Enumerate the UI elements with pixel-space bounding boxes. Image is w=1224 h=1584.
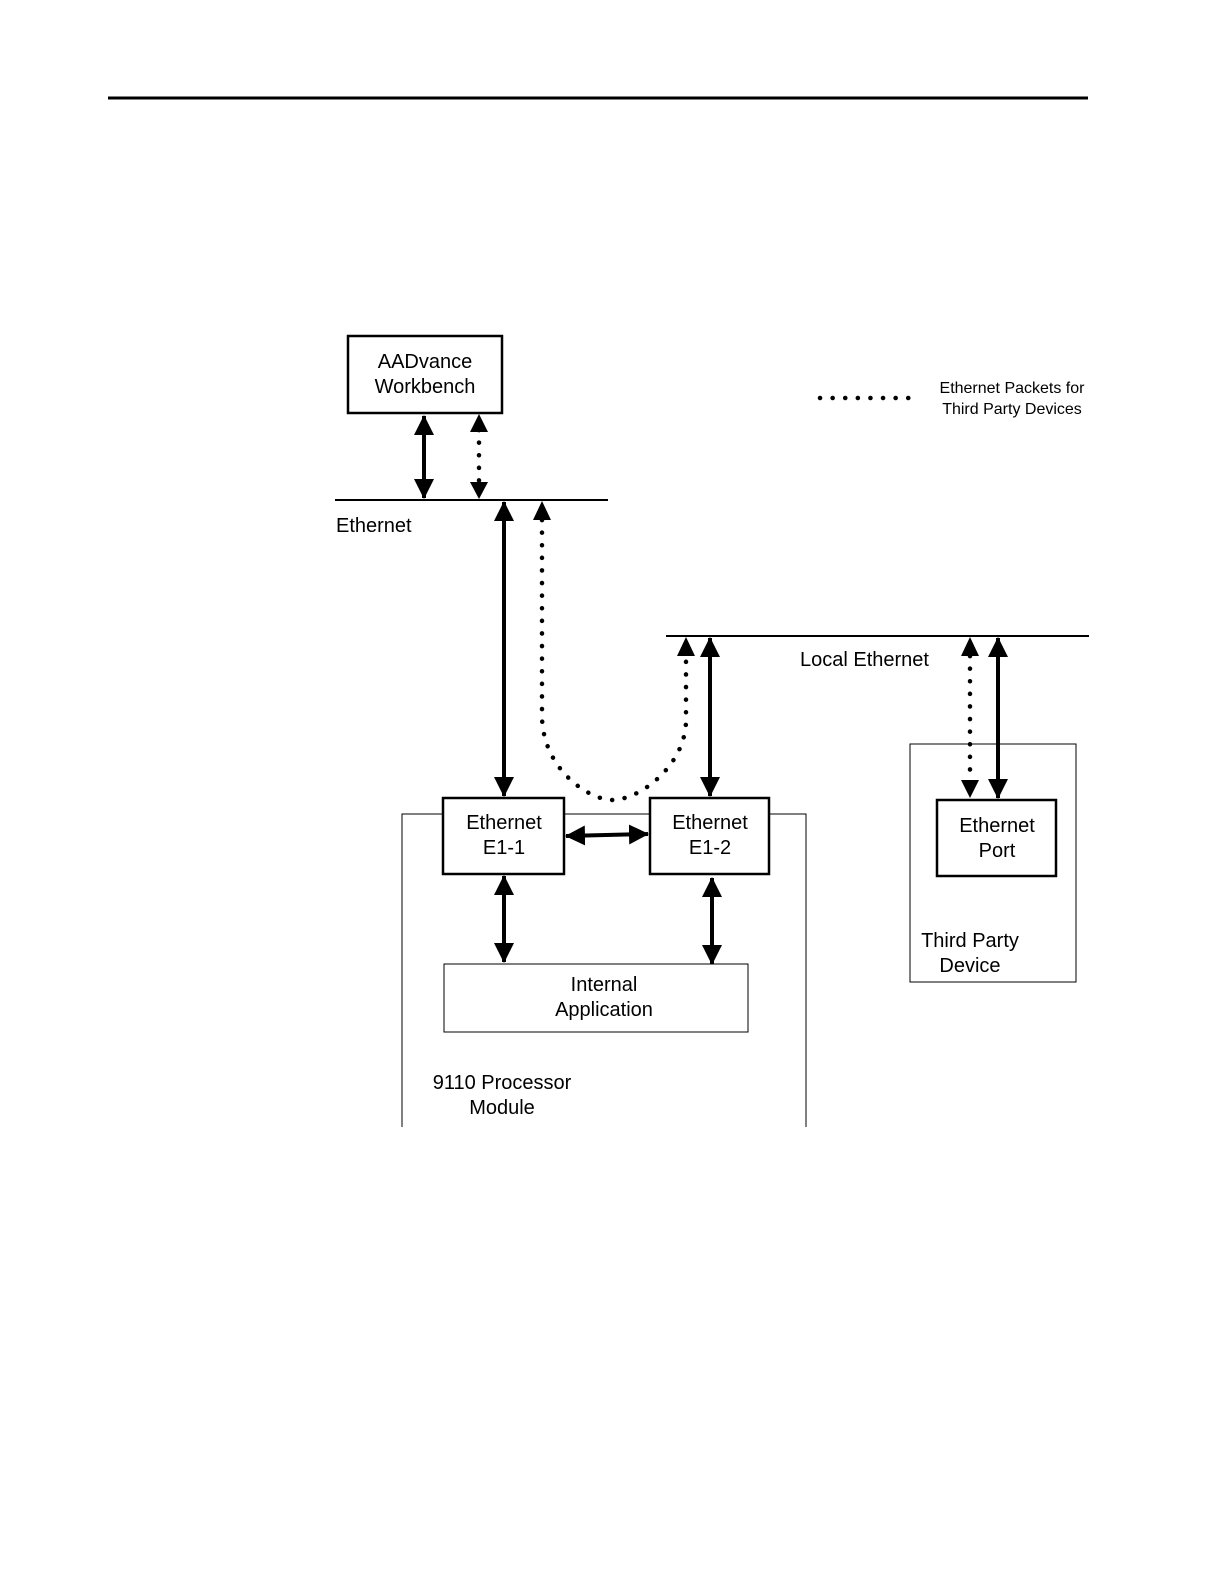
third-party-device-label-line2: Device	[939, 955, 1000, 977]
workbench-dotted-arrowhead-up	[470, 414, 488, 432]
port-label-line2: Port	[979, 840, 1016, 862]
processor-module-label-line2: Module	[469, 1097, 535, 1119]
third-party-dotted-arrowhead-up	[961, 637, 979, 656]
e1-1-label-line1: Ethernet	[466, 812, 542, 834]
ethernet-bus-label: Ethernet	[336, 515, 412, 537]
third-party-device-label-line1: Third Party	[921, 930, 1019, 952]
ethernet-e1-2-box	[650, 798, 769, 874]
loop-dotted-arrowhead-local	[677, 637, 695, 656]
port-label-line1: Ethernet	[959, 815, 1035, 837]
e1-loop-dotted-path	[542, 520, 686, 800]
internal-application-label-line1: Internal	[571, 974, 638, 996]
loop-dotted-arrowhead-ethernet	[533, 501, 551, 520]
workbench-label-line2: Workbench	[375, 376, 476, 398]
workbench-box	[348, 336, 502, 413]
workbench-dotted-arrowhead-down	[470, 482, 488, 499]
internal-application-label-line2: Application	[555, 999, 653, 1021]
e1-2-label-line1: Ethernet	[672, 812, 748, 834]
legend-text-line1: Ethernet Packets for	[940, 380, 1086, 397]
local-ethernet-bus-label: Local Ethernet	[800, 649, 929, 671]
ethernet-port-box	[937, 800, 1056, 876]
e1-1-label-line2: E1-1	[483, 837, 525, 859]
e1-2-label-line2: E1-2	[689, 837, 731, 859]
workbench-label-line1: AADvance	[378, 351, 473, 373]
e1-1-e1-2-arrow	[566, 834, 648, 836]
legend-text-line2: Third Party Devices	[942, 401, 1082, 418]
processor-module-label-line1: 9110 Processor	[433, 1072, 572, 1094]
ethernet-e1-1-box	[443, 798, 564, 874]
